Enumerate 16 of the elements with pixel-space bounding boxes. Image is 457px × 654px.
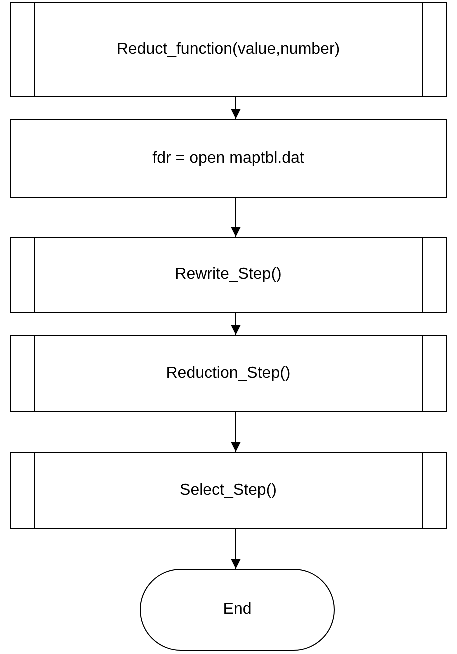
subroutine-box bbox=[10, 237, 447, 313]
arrow bbox=[231, 412, 241, 452]
node-label: Reduct_function(value,number) bbox=[116, 40, 342, 60]
subroutine-box bbox=[10, 452, 447, 529]
arrow bbox=[231, 528, 241, 570]
node-label: fdr = open maptbl.dat bbox=[152, 148, 306, 168]
node-label: Select_Step() bbox=[179, 480, 278, 500]
arrow bbox=[231, 198, 241, 238]
arrow bbox=[231, 96, 241, 120]
process-box bbox=[10, 119, 447, 198]
node-label: Reduction_Step() bbox=[165, 364, 292, 384]
subroutine-box bbox=[10, 335, 447, 412]
arrow bbox=[231, 312, 241, 336]
node-label: Rewrite_Step() bbox=[174, 265, 283, 285]
node-label: End bbox=[222, 600, 253, 620]
subroutine-box bbox=[10, 2, 447, 97]
